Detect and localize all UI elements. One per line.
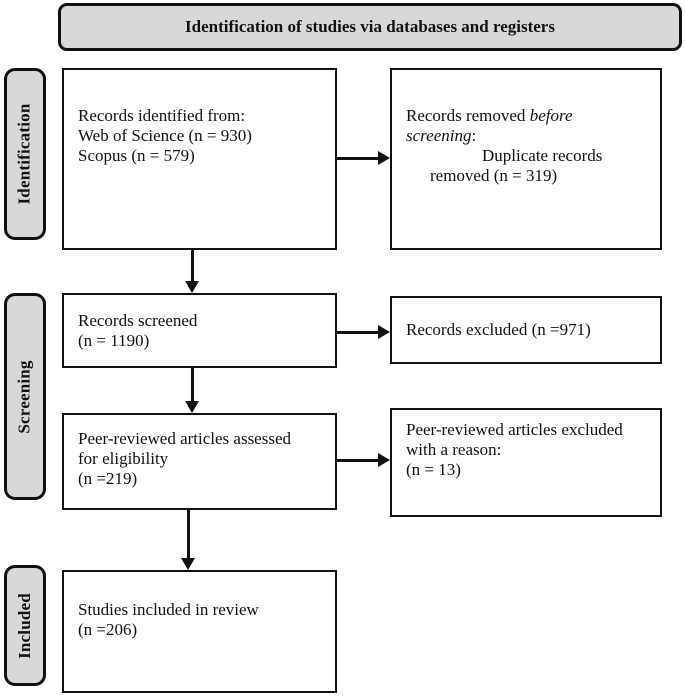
stage-label-identification: Identification bbox=[4, 68, 46, 240]
stage-label-text: Identification bbox=[15, 103, 34, 205]
box-text-line: Records screened bbox=[78, 311, 198, 330]
arrow-right-icon bbox=[378, 151, 390, 165]
arrow-assessed-to-included bbox=[187, 510, 190, 560]
stage-label-text: Included bbox=[15, 592, 35, 659]
stage-label-screening: Screening bbox=[4, 293, 46, 500]
box-studies-included: Studies included in review (n =206) bbox=[62, 570, 337, 693]
box-records-identified: Records identified from: Web of Science … bbox=[62, 68, 337, 250]
box-text-line: (n = 1190) bbox=[78, 331, 150, 350]
arrow-screened-to-assessed bbox=[191, 368, 194, 403]
arrow-assessed-to-excluded bbox=[337, 459, 380, 462]
box-text-line: Peer-reviewed articles excluded bbox=[406, 420, 623, 439]
box-text-line: Studies included in review bbox=[78, 600, 259, 619]
box-text-line: Peer-reviewed articles assessed bbox=[78, 429, 292, 448]
box-text-line: Records identified from: bbox=[78, 106, 246, 125]
arrow-down-icon bbox=[185, 281, 199, 293]
arrow-down-icon bbox=[181, 558, 195, 570]
box-text-line: (n =219) bbox=[78, 469, 138, 488]
arrow-down-icon bbox=[185, 401, 199, 413]
box-text-line: for eligibility bbox=[78, 449, 169, 468]
box-text-line: (n = 13) bbox=[406, 460, 461, 479]
header-title: Identification of studies via databases … bbox=[185, 17, 555, 36]
stage-label-included: Included bbox=[4, 565, 46, 686]
box-text-line: screening: bbox=[406, 126, 477, 145]
box-records-screened: Records screened (n = 1190) bbox=[62, 293, 337, 368]
box-records-removed: Records removed before screening: Duplic… bbox=[390, 68, 662, 250]
box-text-line: Scopus (n = 579) bbox=[78, 146, 195, 165]
arrow-screened-to-excluded bbox=[337, 331, 380, 334]
box-text-line: removed (n = 319) bbox=[430, 166, 558, 185]
box-text-line: (n =206) bbox=[78, 620, 138, 639]
arrow-identified-to-removed bbox=[337, 157, 380, 160]
box-articles-excluded: Peer-reviewed articles excluded with a r… bbox=[390, 408, 662, 517]
header-box: Identification of studies via databases … bbox=[58, 3, 682, 51]
arrow-identified-to-screened bbox=[191, 250, 194, 283]
arrow-right-icon bbox=[378, 453, 390, 467]
arrow-right-icon bbox=[378, 325, 390, 339]
box-text-line: Web of Science (n = 930) bbox=[78, 126, 252, 145]
box-text-line: Records excluded (n =971) bbox=[406, 320, 591, 339]
box-text-line: Duplicate records bbox=[482, 146, 603, 165]
box-articles-assessed: Peer-reviewed articles assessed for elig… bbox=[62, 413, 337, 510]
box-text-line: Records removed before bbox=[406, 106, 573, 125]
box-records-excluded: Records excluded (n =971) bbox=[390, 296, 662, 364]
stage-label-text: Screening bbox=[15, 359, 35, 434]
box-text-line: with a reason: bbox=[406, 440, 502, 459]
